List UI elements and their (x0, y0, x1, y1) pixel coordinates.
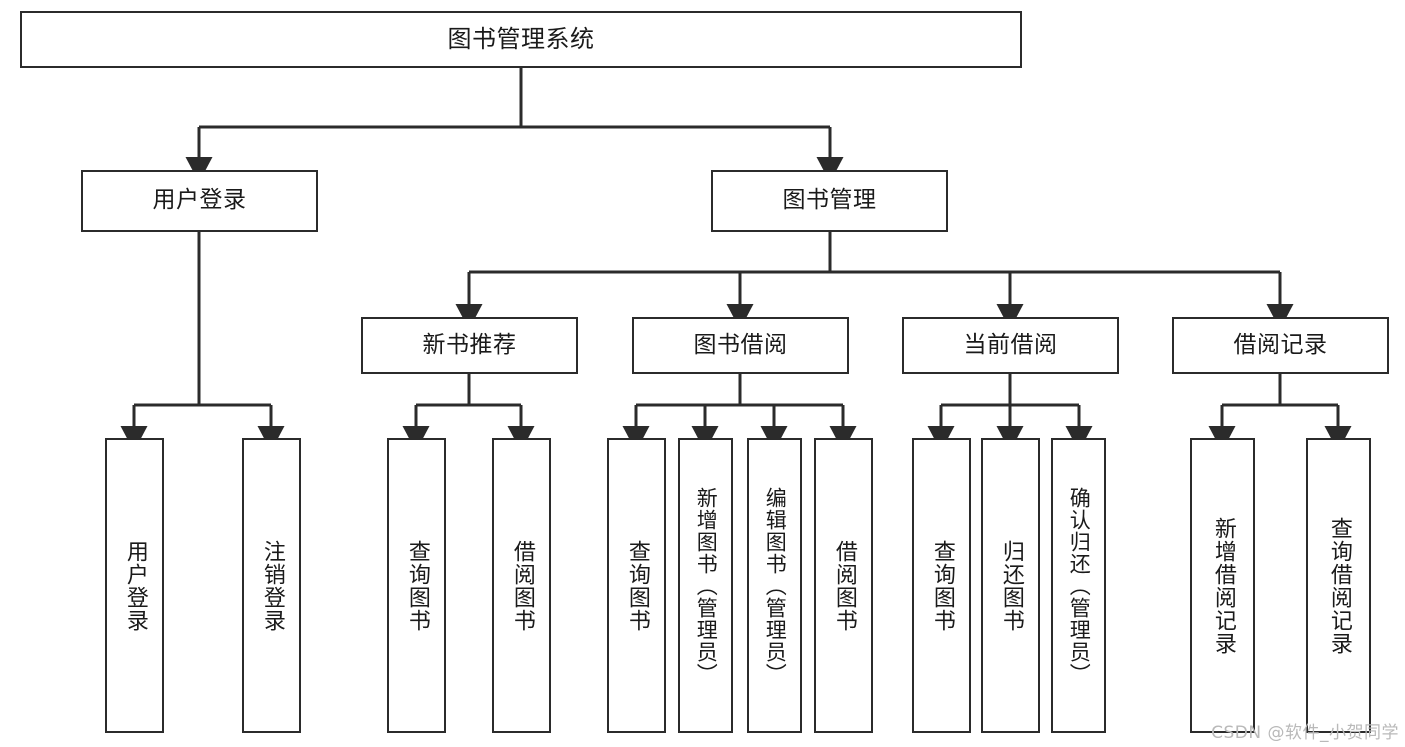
node-label: 查询图书 (404, 539, 430, 632)
leaf-confirm-return-admin[interactable]: 确认归还（管理员） (1051, 438, 1106, 733)
node-label: 用户登录 (152, 187, 247, 214)
node-label: 确认归还（管理员） (1067, 486, 1092, 685)
node-new-book-recommendation[interactable]: 新书推荐 (361, 317, 578, 374)
node-label: 新增图书（管理员） (694, 486, 719, 685)
node-label: 注销登录 (259, 539, 285, 632)
leaf-return-book[interactable]: 归还图书 (981, 438, 1040, 733)
node-label: 图书管理 (782, 187, 877, 214)
node-root-book-management-system[interactable]: 图书管理系统 (20, 11, 1022, 68)
leaf-query-book-borrow[interactable]: 查询图书 (607, 438, 666, 733)
leaf-query-borrow-record[interactable]: 查询借阅记录 (1306, 438, 1371, 733)
leaf-edit-book-admin[interactable]: 编辑图书（管理员） (747, 438, 802, 733)
node-label: 查询图书 (624, 539, 650, 632)
node-book-management[interactable]: 图书管理 (711, 170, 948, 232)
leaf-logout[interactable]: 注销登录 (242, 438, 301, 733)
node-label: 借阅图书 (509, 539, 535, 632)
node-borrowing-records[interactable]: 借阅记录 (1172, 317, 1389, 374)
node-label: 当前借阅 (963, 331, 1058, 358)
node-label: 查询借阅记录 (1326, 516, 1352, 655)
node-label: 用户登录 (122, 539, 148, 632)
node-book-borrowing[interactable]: 图书借阅 (632, 317, 849, 374)
csdn-watermark: CSDN @软件_小贺同学 (1211, 723, 1399, 743)
node-label: 归还图书 (998, 539, 1024, 632)
leaf-borrow-book[interactable]: 借阅图书 (814, 438, 873, 733)
node-label: 查询图书 (929, 539, 955, 632)
leaf-query-book-recommend[interactable]: 查询图书 (387, 438, 446, 733)
node-label: 借阅记录 (1233, 331, 1328, 358)
leaf-add-borrow-record[interactable]: 新增借阅记录 (1190, 438, 1255, 733)
leaf-user-login[interactable]: 用户登录 (105, 438, 164, 733)
node-label: 借阅图书 (831, 539, 857, 632)
node-label: 新增借阅记录 (1210, 516, 1236, 655)
node-current-borrowing[interactable]: 当前借阅 (902, 317, 1119, 374)
node-label: 编辑图书（管理员） (763, 486, 788, 685)
leaf-add-book-admin[interactable]: 新增图书（管理员） (678, 438, 733, 733)
leaf-borrow-book-recommend[interactable]: 借阅图书 (492, 438, 551, 733)
node-label: 图书借阅 (693, 331, 788, 358)
node-label: 图书管理系统 (447, 25, 595, 54)
node-label: 新书推荐 (422, 331, 517, 358)
leaf-query-book-current[interactable]: 查询图书 (912, 438, 971, 733)
node-user-login[interactable]: 用户登录 (81, 170, 318, 232)
